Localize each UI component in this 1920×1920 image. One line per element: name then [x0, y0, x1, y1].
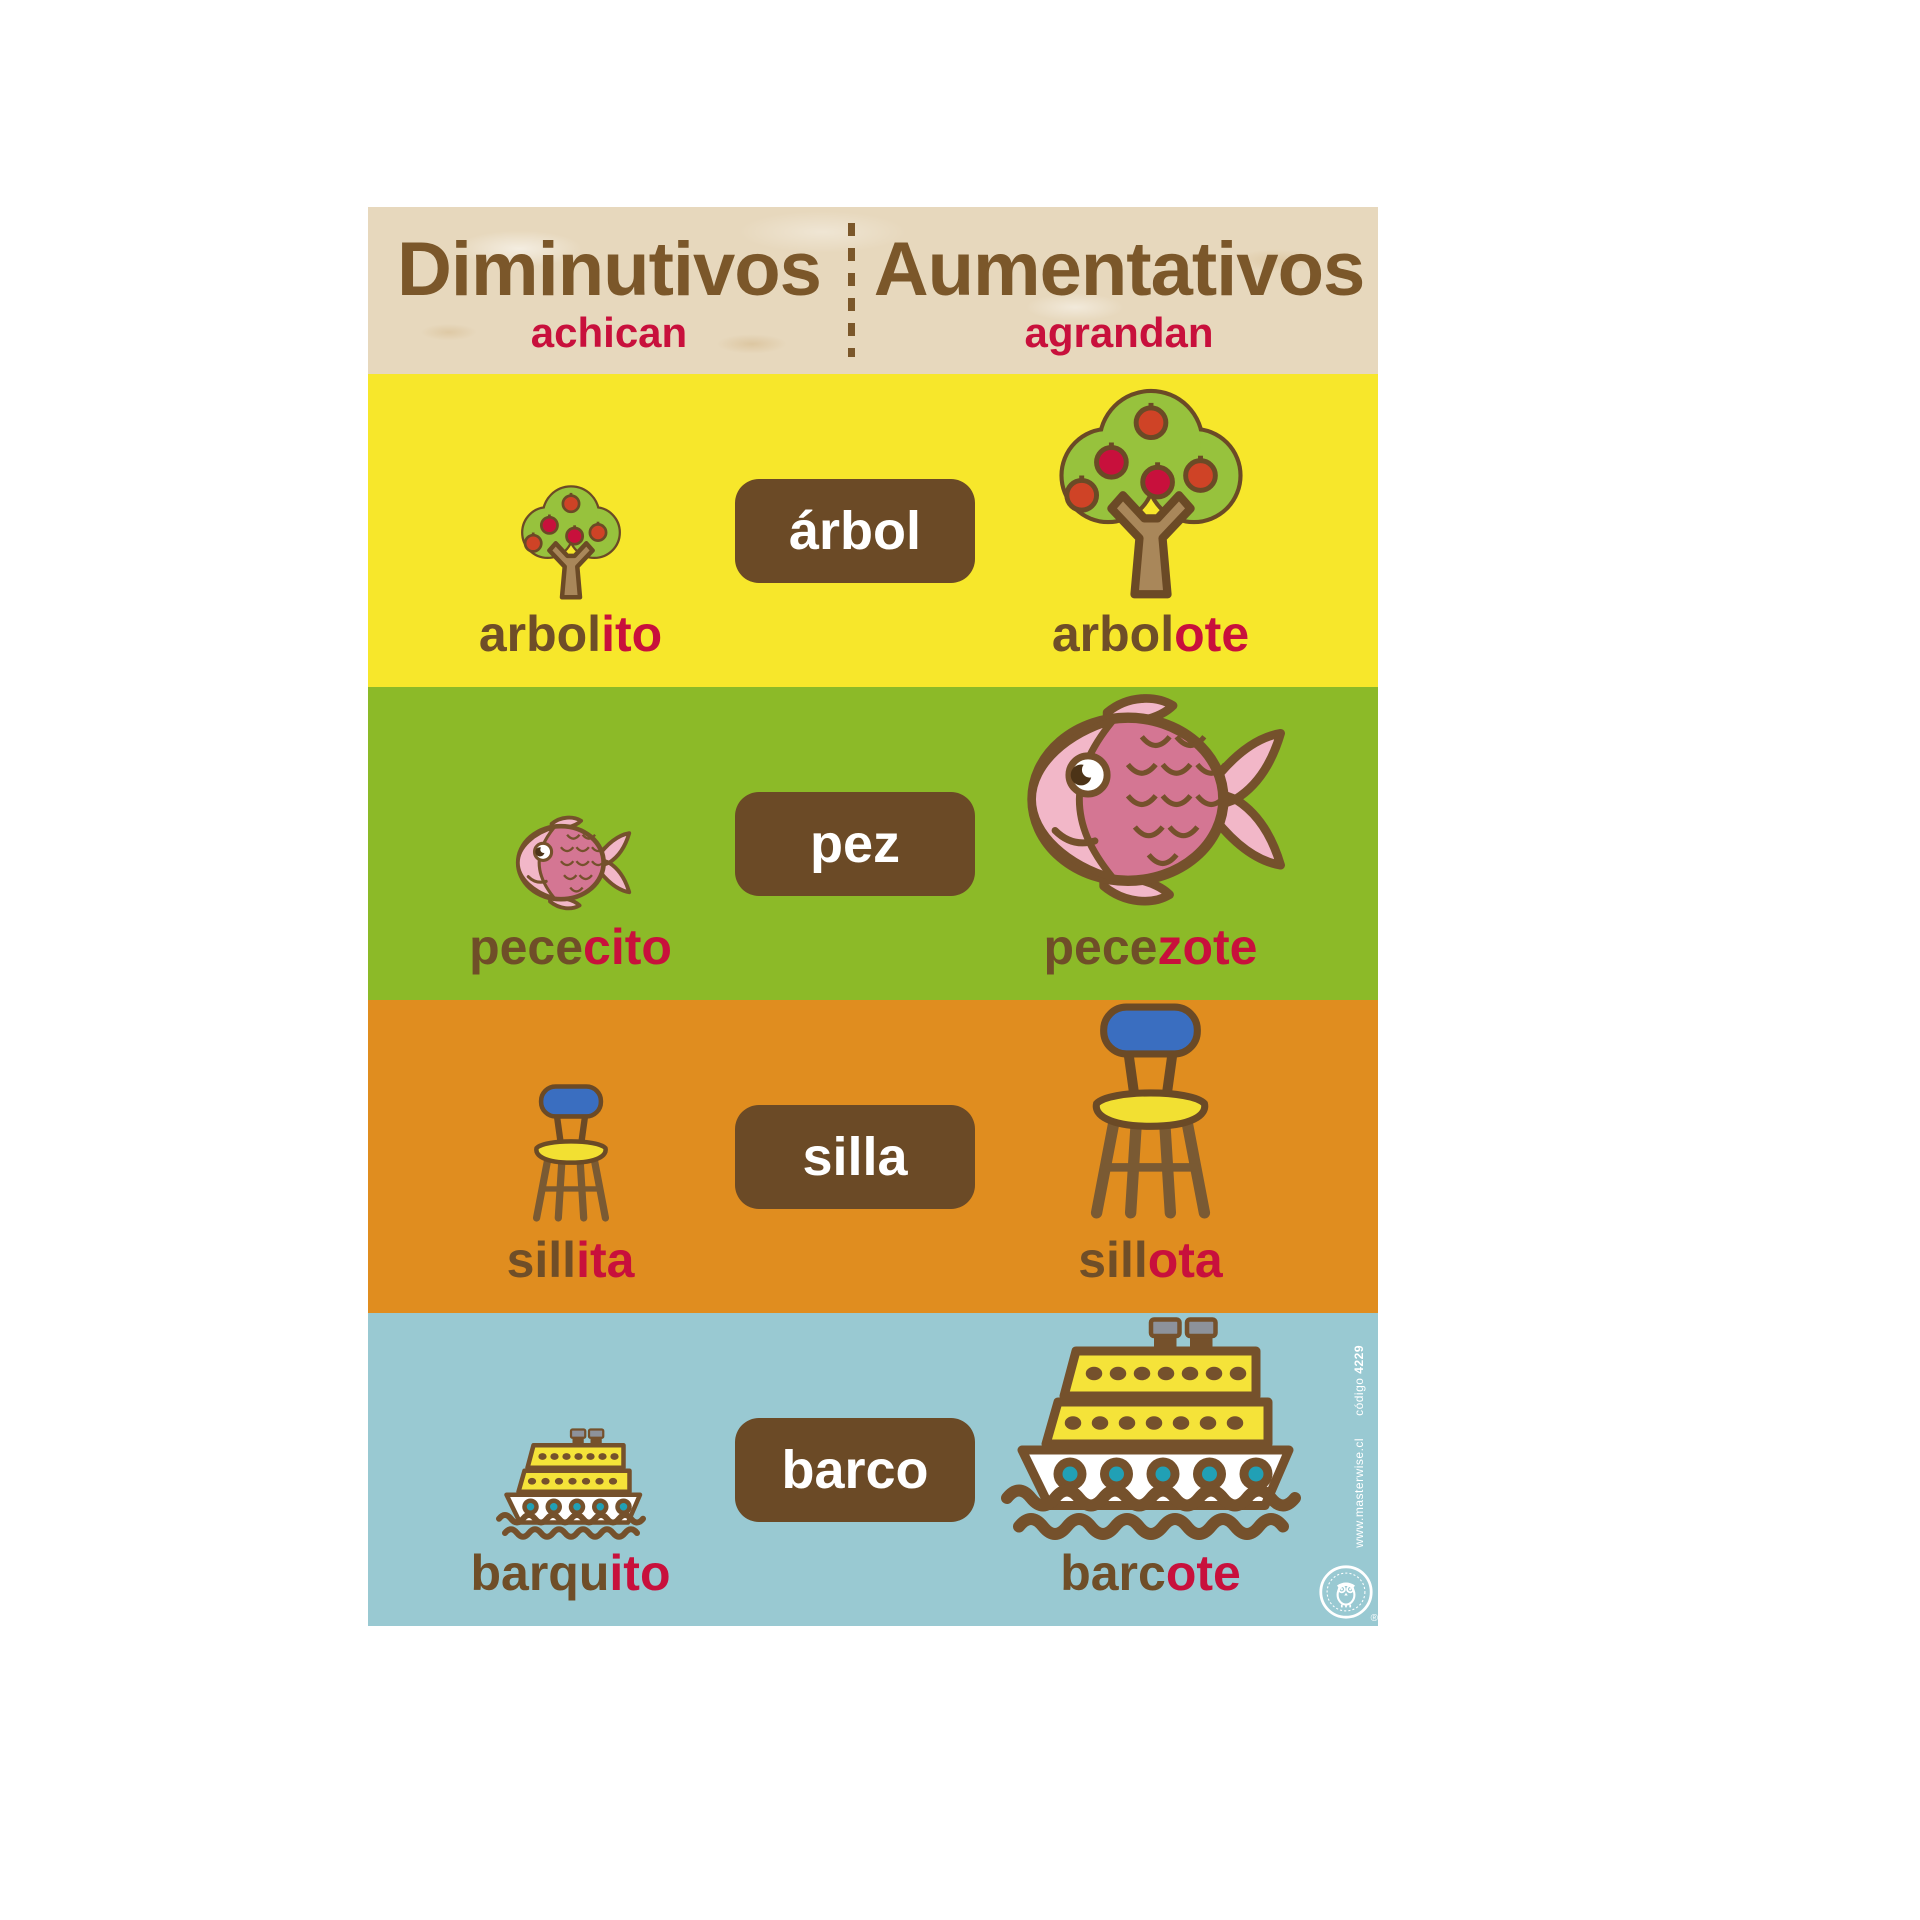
word-stem: barc	[1060, 1545, 1166, 1601]
header-diminutivos-column: Diminutivos achican	[368, 207, 850, 374]
diminutive-word: sillita	[507, 1235, 635, 1285]
row-arbol: arbolito árbol arbolote	[368, 374, 1378, 687]
word-stem: pece	[469, 919, 584, 975]
arbol-diminutive-cell: arbolito	[428, 374, 713, 687]
base-word-badge: pez	[735, 791, 975, 896]
base-word: silla	[802, 1126, 908, 1187]
base-word: árbol	[788, 500, 922, 561]
word-suffix: ito	[601, 606, 663, 662]
aumentativos-subtitle: agrandan	[1024, 308, 1214, 356]
word-stem: pece	[1043, 919, 1158, 975]
code-label: código	[1352, 1377, 1366, 1417]
diminutive-word: arbolito	[479, 609, 662, 659]
word-suffix: ota	[1147, 1232, 1223, 1288]
diminutivos-subtitle: achican	[530, 308, 688, 356]
diminutivos-title: Diminutivos	[397, 227, 822, 313]
big-chair-icon	[1068, 1000, 1233, 1227]
small-apple-tree-icon	[517, 482, 625, 601]
word-stem: sill	[506, 1232, 577, 1288]
poster: Diminutivos achican Aumentativos agranda…	[368, 207, 1378, 1626]
word-stem: sill	[1078, 1232, 1148, 1288]
augmentative-word: pecezote	[1044, 922, 1258, 972]
augmentative-word: arbolote	[1052, 609, 1249, 659]
small-fish-icon	[505, 813, 637, 914]
base-word-badge: silla	[735, 1104, 975, 1209]
row-barco: barquito barco barcote www.masterwise.cl…	[368, 1313, 1378, 1626]
silla-diminutive-cell: sillita	[428, 1000, 713, 1313]
base-word: barco	[781, 1439, 929, 1500]
big-fish-icon	[1003, 688, 1298, 914]
row-pez: pececito pez pecezote	[368, 687, 1378, 1000]
base-word-badge: árbol	[735, 478, 975, 583]
publisher-website: www.masterwise.cl	[1352, 1438, 1366, 1548]
pez-augmentative-cell: pecezote	[988, 687, 1313, 1000]
publisher-vertical-text: www.masterwise.cl código 4229	[1352, 1345, 1366, 1548]
barco-augmentative-cell: barcote	[988, 1313, 1313, 1626]
header-dashed-divider	[848, 223, 855, 357]
pez-diminutive-cell: pececito	[428, 687, 713, 1000]
barco-diminutive-cell: barquito	[428, 1313, 713, 1626]
small-boat-icon	[496, 1427, 646, 1540]
masterwise-owl-logo-icon	[1319, 1565, 1373, 1619]
aumentativos-title: Aumentativos	[873, 227, 1366, 313]
augmentative-word: barcote	[1060, 1548, 1241, 1598]
diminutive-word: barquito	[471, 1548, 671, 1598]
arbol-augmentative-cell: arbolote	[988, 374, 1313, 687]
word-suffix: ito	[609, 1545, 671, 1601]
word-stem: barqu	[470, 1545, 610, 1601]
big-ship-icon	[1001, 1315, 1301, 1540]
registered-mark: ®	[1370, 1613, 1378, 1624]
word-stem: arbol	[478, 606, 602, 662]
code-number: 4229	[1352, 1345, 1366, 1374]
small-chair-icon	[521, 1082, 621, 1227]
diminutive-word: pececito	[469, 922, 672, 972]
silla-augmentative-cell: sillota	[988, 1000, 1313, 1313]
word-stem: arbol	[1051, 606, 1175, 662]
word-suffix: ote	[1165, 1545, 1241, 1601]
augmentative-word: sillota	[1078, 1235, 1222, 1285]
word-suffix: ita	[576, 1232, 635, 1288]
header-aumentativos-column: Aumentativos agrandan	[860, 207, 1378, 374]
poster-header: Diminutivos achican Aumentativos agranda…	[368, 207, 1378, 374]
word-suffix: cito	[583, 919, 672, 975]
big-apple-tree-icon	[1052, 383, 1250, 601]
base-word-badge: barco	[735, 1417, 975, 1522]
row-silla: sillita silla sillota	[368, 1000, 1378, 1313]
word-suffix: ote	[1174, 606, 1250, 662]
word-suffix: zote	[1157, 919, 1258, 975]
base-word: pez	[809, 813, 901, 874]
